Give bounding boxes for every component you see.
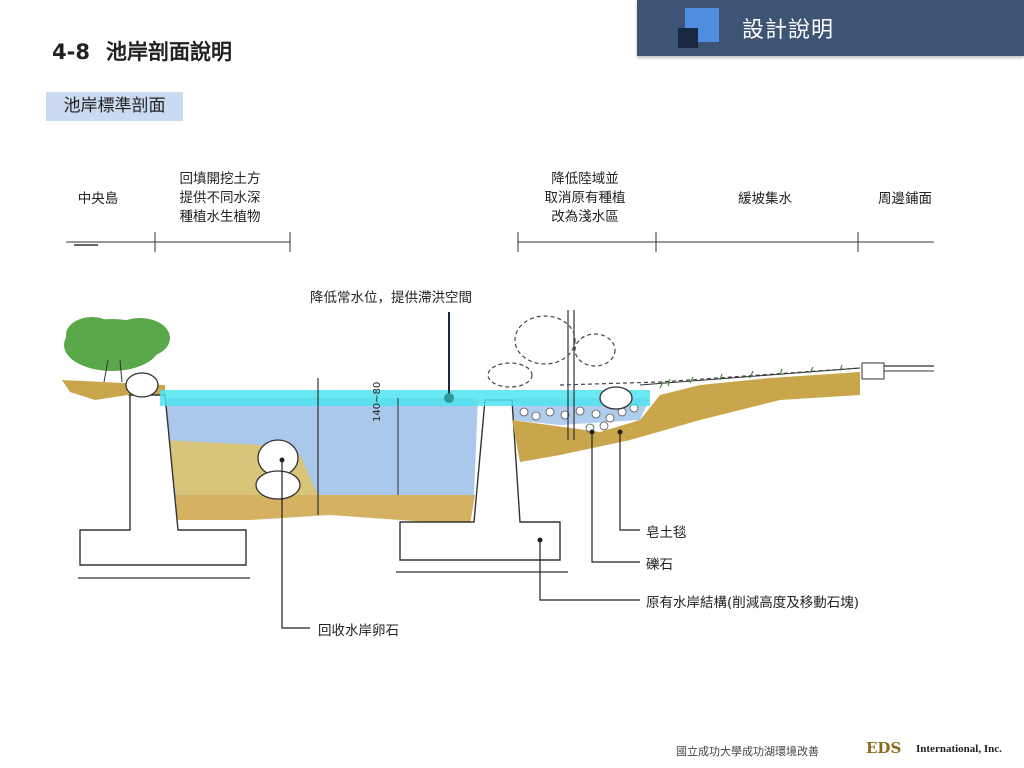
zone-line: 周邊鋪面 bbox=[878, 191, 932, 207]
section-tag: 池岸標準剖面 bbox=[46, 92, 183, 121]
header-square-dark-icon bbox=[678, 28, 698, 48]
page-title: 4-8 池岸剖面說明 bbox=[52, 36, 232, 66]
existing-revetment bbox=[399, 399, 561, 561]
dimension-lines bbox=[66, 232, 934, 252]
recycled-stones-note: 回收水岸卵石 bbox=[318, 623, 399, 639]
zone-line: 緩坡集水 bbox=[738, 191, 792, 207]
zone-line: 種植水生植物 bbox=[179, 209, 261, 225]
zone-shallow: 降低陸域並 取消原有種植 改為淺水區 bbox=[525, 170, 645, 227]
existing-structure-note: 原有水岸結構(削減高度及移動石塊) bbox=[646, 595, 860, 611]
depth-note: 140~80 bbox=[372, 381, 383, 422]
geotextile-note: 皂土毯 bbox=[646, 525, 687, 541]
zone-line: 改為淺水區 bbox=[551, 209, 619, 225]
existing-tree-outline bbox=[487, 315, 861, 388]
tree-foliage bbox=[64, 317, 170, 371]
zone-paving: 周邊鋪面 bbox=[860, 190, 950, 209]
zone-central-island: 中央島 bbox=[58, 190, 138, 209]
slope-soil bbox=[512, 372, 860, 462]
section-title: 池岸剖面說明 bbox=[105, 40, 232, 64]
paving-curb bbox=[861, 362, 885, 380]
island-wall bbox=[79, 394, 247, 566]
leader-lines bbox=[281, 432, 640, 629]
zone-line: 取消原有種植 bbox=[544, 190, 626, 206]
header-badge: 設計說明 bbox=[742, 18, 835, 43]
water-level-marker bbox=[444, 393, 454, 403]
footer-logo: EDS bbox=[866, 739, 902, 757]
gravel-note: 礫石 bbox=[646, 557, 673, 573]
zone-gentle-slope: 緩坡集水 bbox=[715, 190, 815, 209]
grass bbox=[659, 364, 843, 389]
section-number: 4-8 bbox=[52, 40, 90, 64]
zone-line: 提供不同水深 bbox=[179, 190, 261, 206]
edge-rock bbox=[599, 386, 633, 410]
zone-backfill: 回填開挖土方 提供不同水深 種植水生植物 bbox=[160, 170, 280, 227]
footer-school: 國立成功大學成功湖環境改善 bbox=[676, 745, 819, 758]
zone-line: 中央島 bbox=[77, 191, 119, 207]
water-level-note: 降低常水位，提供滯洪空間 bbox=[310, 290, 472, 306]
gravel bbox=[519, 403, 639, 433]
water-surface bbox=[160, 390, 650, 406]
island-rock bbox=[125, 372, 159, 398]
footer-company: International, Inc. bbox=[916, 743, 1002, 755]
pond-bottom-soil bbox=[170, 495, 475, 525]
zone-line: 降低陸域並 bbox=[551, 171, 619, 187]
zone-line: 回填開挖土方 bbox=[179, 171, 261, 187]
